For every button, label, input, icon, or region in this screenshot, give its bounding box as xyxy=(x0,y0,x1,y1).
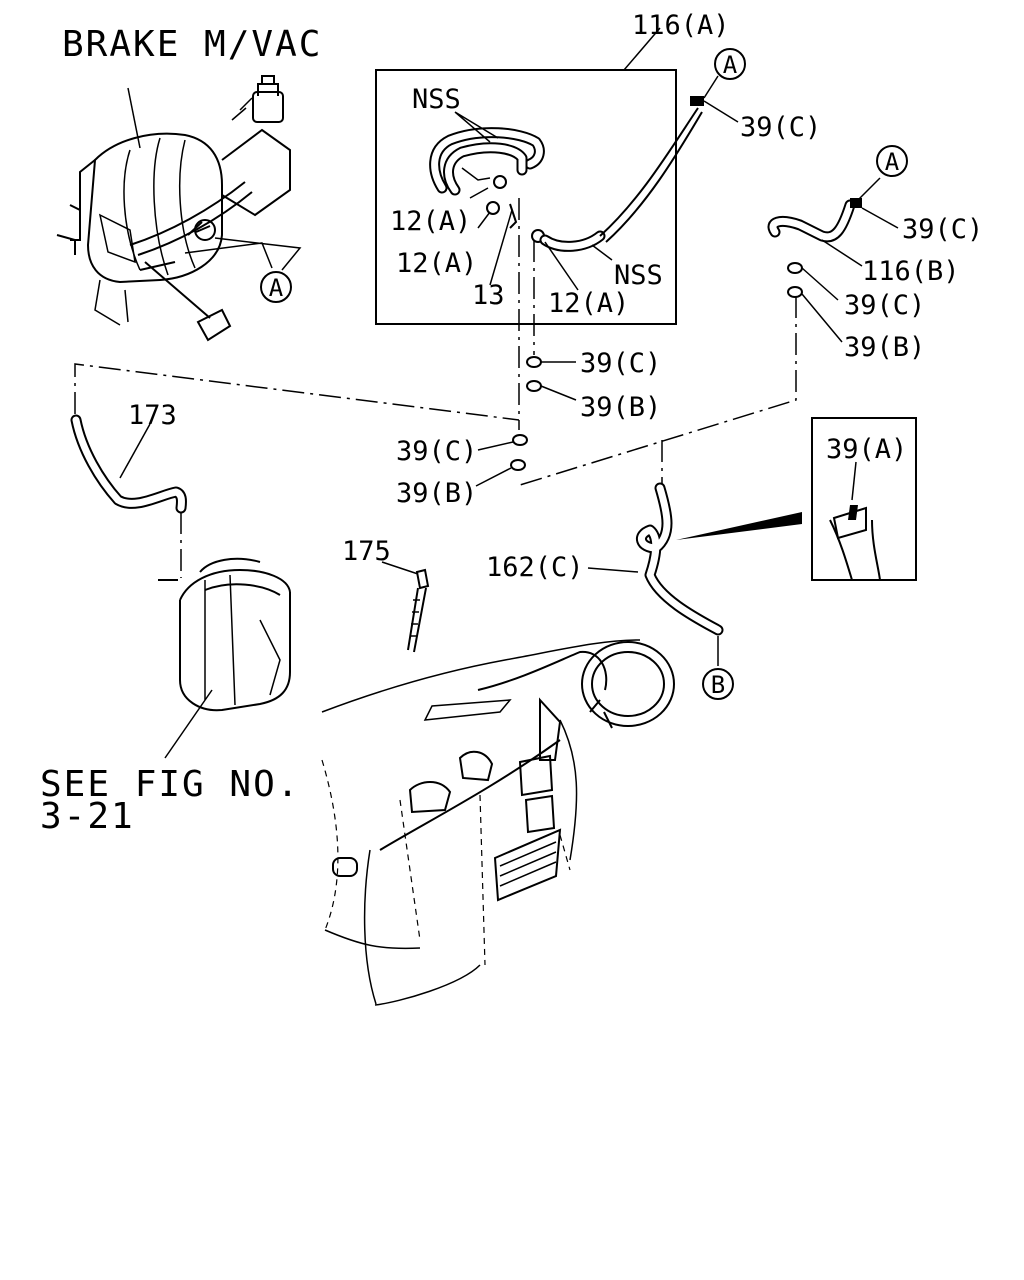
label-162c: 162(C) xyxy=(486,552,584,583)
label-brake-m-vac: BRAKE M/VAC xyxy=(62,24,322,65)
label-39b-left: 39(B) xyxy=(396,478,477,509)
hose-162c xyxy=(636,482,724,636)
label-39c-left: 39(C) xyxy=(396,436,477,467)
instrument-panel-drawing xyxy=(321,639,675,1006)
clip-39a-detail xyxy=(829,505,881,581)
strap-175 xyxy=(407,568,430,653)
connector-a-right-letter: A xyxy=(885,148,900,176)
clip-39c-center xyxy=(526,356,577,401)
connector-b-bottom-letter: B xyxy=(711,671,725,699)
label-39c-mid-right: 39(C) xyxy=(844,290,925,321)
label-175: 175 xyxy=(342,536,391,567)
label-39a: 39(A) xyxy=(826,434,907,465)
label-see-fig-1: SEE FIG NO. xyxy=(40,764,300,805)
label-12a-1: 12(A) xyxy=(390,206,471,237)
clip-39c-left xyxy=(475,434,528,487)
label-nss-bottom: NSS xyxy=(614,260,663,291)
connector-a-top: A xyxy=(714,48,746,80)
connector-a-right: A xyxy=(876,145,908,177)
connector-a-top-letter: A xyxy=(723,51,738,79)
label-12a-3: 12(A) xyxy=(548,288,629,319)
inset-frame-nss xyxy=(375,69,677,325)
label-39c-top: 39(C) xyxy=(740,112,821,143)
label-39b-mid-right: 39(B) xyxy=(844,332,925,363)
label-116b: 116(B) xyxy=(862,256,960,287)
label-12a-2: 12(A) xyxy=(396,248,477,279)
label-see-fig-2: 3-21 xyxy=(40,796,135,837)
nss-hose-assembly xyxy=(429,107,703,252)
label-nss-top: NSS xyxy=(412,84,461,115)
canister-drawing xyxy=(158,557,291,712)
clip-39c-top xyxy=(690,96,739,123)
hose-116b xyxy=(767,198,862,298)
label-39b-center: 39(B) xyxy=(580,392,661,423)
connector-b-bottom: B xyxy=(702,668,734,700)
label-173: 173 xyxy=(128,400,177,431)
label-13: 13 xyxy=(472,280,505,311)
label-39c-right: 39(C) xyxy=(902,214,983,245)
label-116a: 116(A) xyxy=(632,10,730,41)
hose-173 xyxy=(70,414,187,514)
inset-frame-39a xyxy=(811,417,917,581)
connector-a-brake: A xyxy=(260,271,292,303)
label-39c-center: 39(C) xyxy=(580,348,661,379)
brake-master-vac-drawing xyxy=(56,75,291,342)
connector-a-brake-letter: A xyxy=(269,274,284,302)
